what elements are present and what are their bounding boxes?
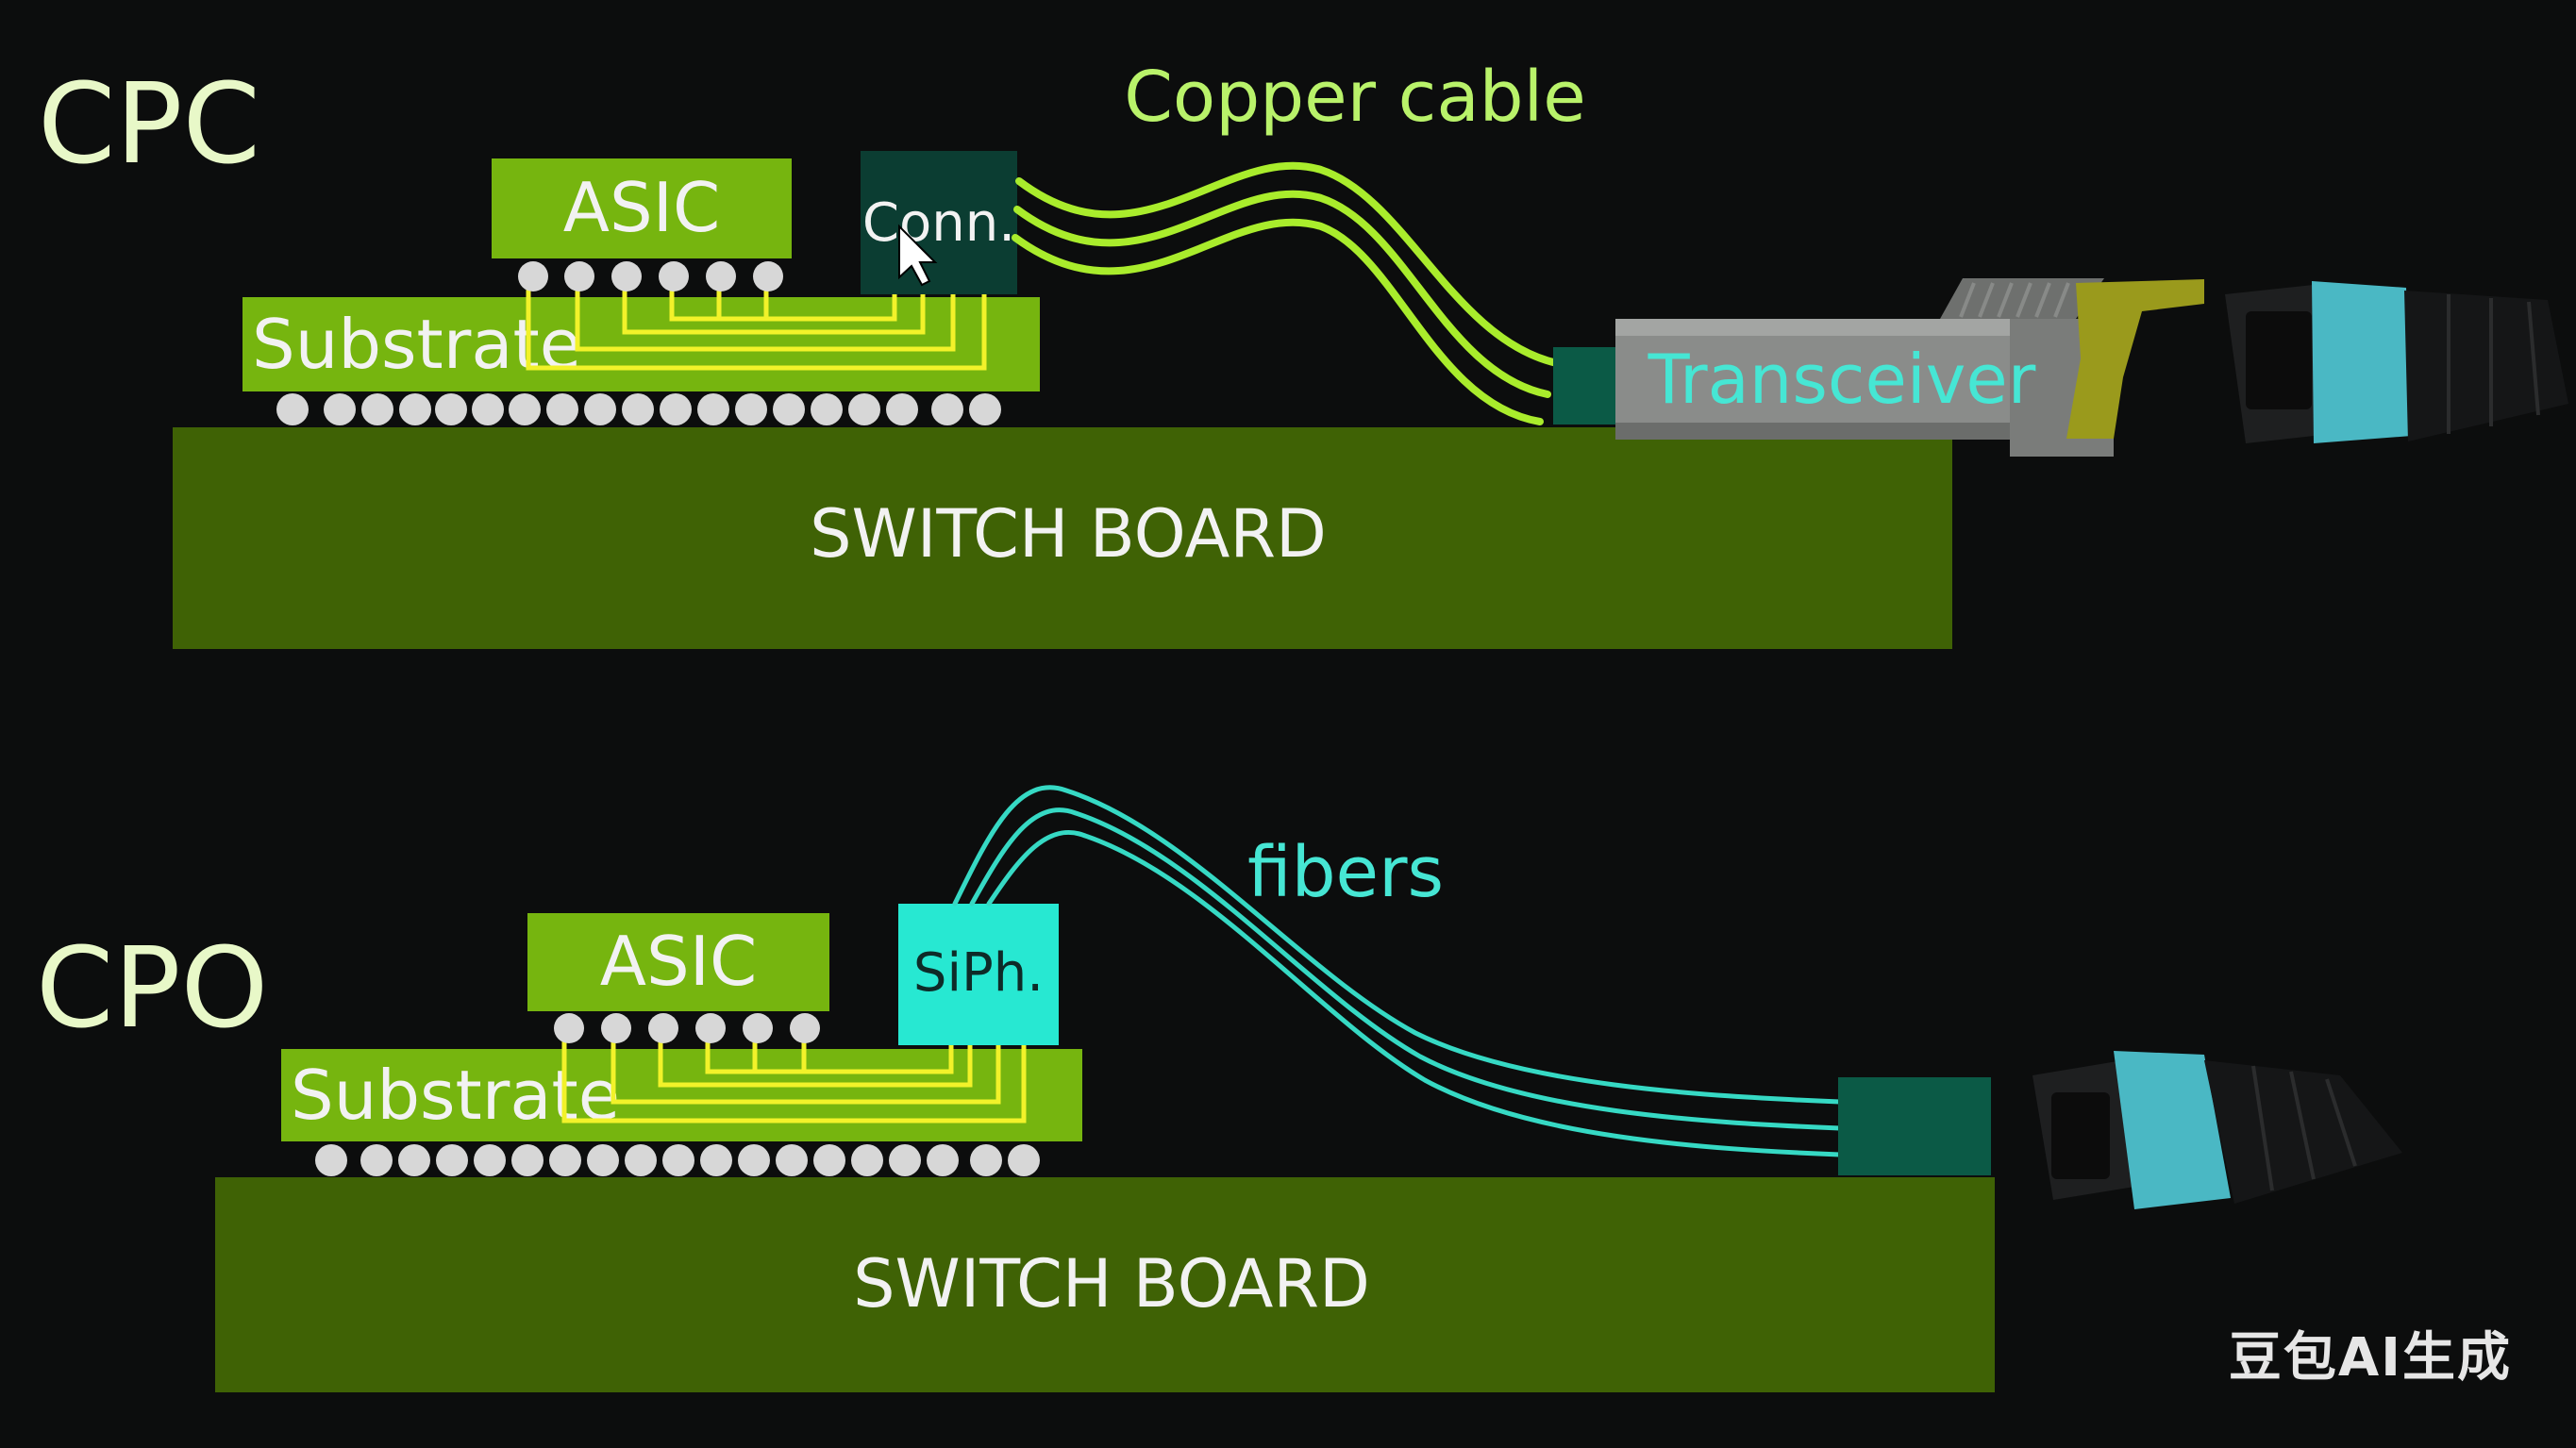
watermark: 豆包AI生成 [2228, 1327, 2512, 1389]
cpo-mpo-connector: mpo-connector-icon [2032, 1051, 2402, 1209]
fibers [952, 785, 1843, 1157]
cpc-substrate-solder-balls [276, 393, 1001, 425]
cpc-switch-board [173, 427, 1952, 649]
cpo-asic [527, 913, 829, 1011]
cpo-substrate-traces [561, 1030, 1027, 1123]
transceiver [1553, 278, 2204, 457]
cpo-switch-board [215, 1177, 1995, 1392]
cpc-connector-label: Conn. [862, 192, 1015, 254]
cpo-asic-bumps [554, 1013, 820, 1043]
copper-cable [1012, 161, 1561, 425]
siph-chip [898, 904, 1059, 1045]
cpc-board-label: SWITCH BOARD [810, 495, 1327, 573]
siph-label: SiPh. [913, 942, 1044, 1004]
cpo-asic-label: ASIC [600, 922, 757, 1001]
cursor-icon [898, 224, 938, 287]
cpc-mpo-connector: mpo-connector-icon [2225, 281, 2568, 443]
transceiver-label: Transceiver [1648, 340, 2036, 419]
cpo-section: CPO SWITCH BOARD Substrate [36, 785, 2402, 1392]
cpo-title: CPO [36, 923, 268, 1053]
cpo-board-label: SWITCH BOARD [853, 1245, 1370, 1323]
cpc-connector [861, 151, 1017, 294]
fibers-label: fibers [1247, 832, 1444, 913]
cpc-section: CPC SWITCH BOARD Substrate [38, 57, 2568, 649]
copper-cable-label: Copper cable [1124, 57, 1585, 138]
cpc-title: CPC [38, 58, 260, 189]
cpc-asic [492, 158, 792, 258]
cpc-substrate-label: Substrate [252, 305, 581, 384]
fiber-adapter [1838, 1077, 1991, 1175]
cpc-asic-bumps [518, 261, 783, 291]
cpc-substrate [243, 297, 1040, 391]
cpo-substrate-solder-balls [315, 1144, 1040, 1176]
cpc-asic-label: ASIC [563, 168, 720, 247]
